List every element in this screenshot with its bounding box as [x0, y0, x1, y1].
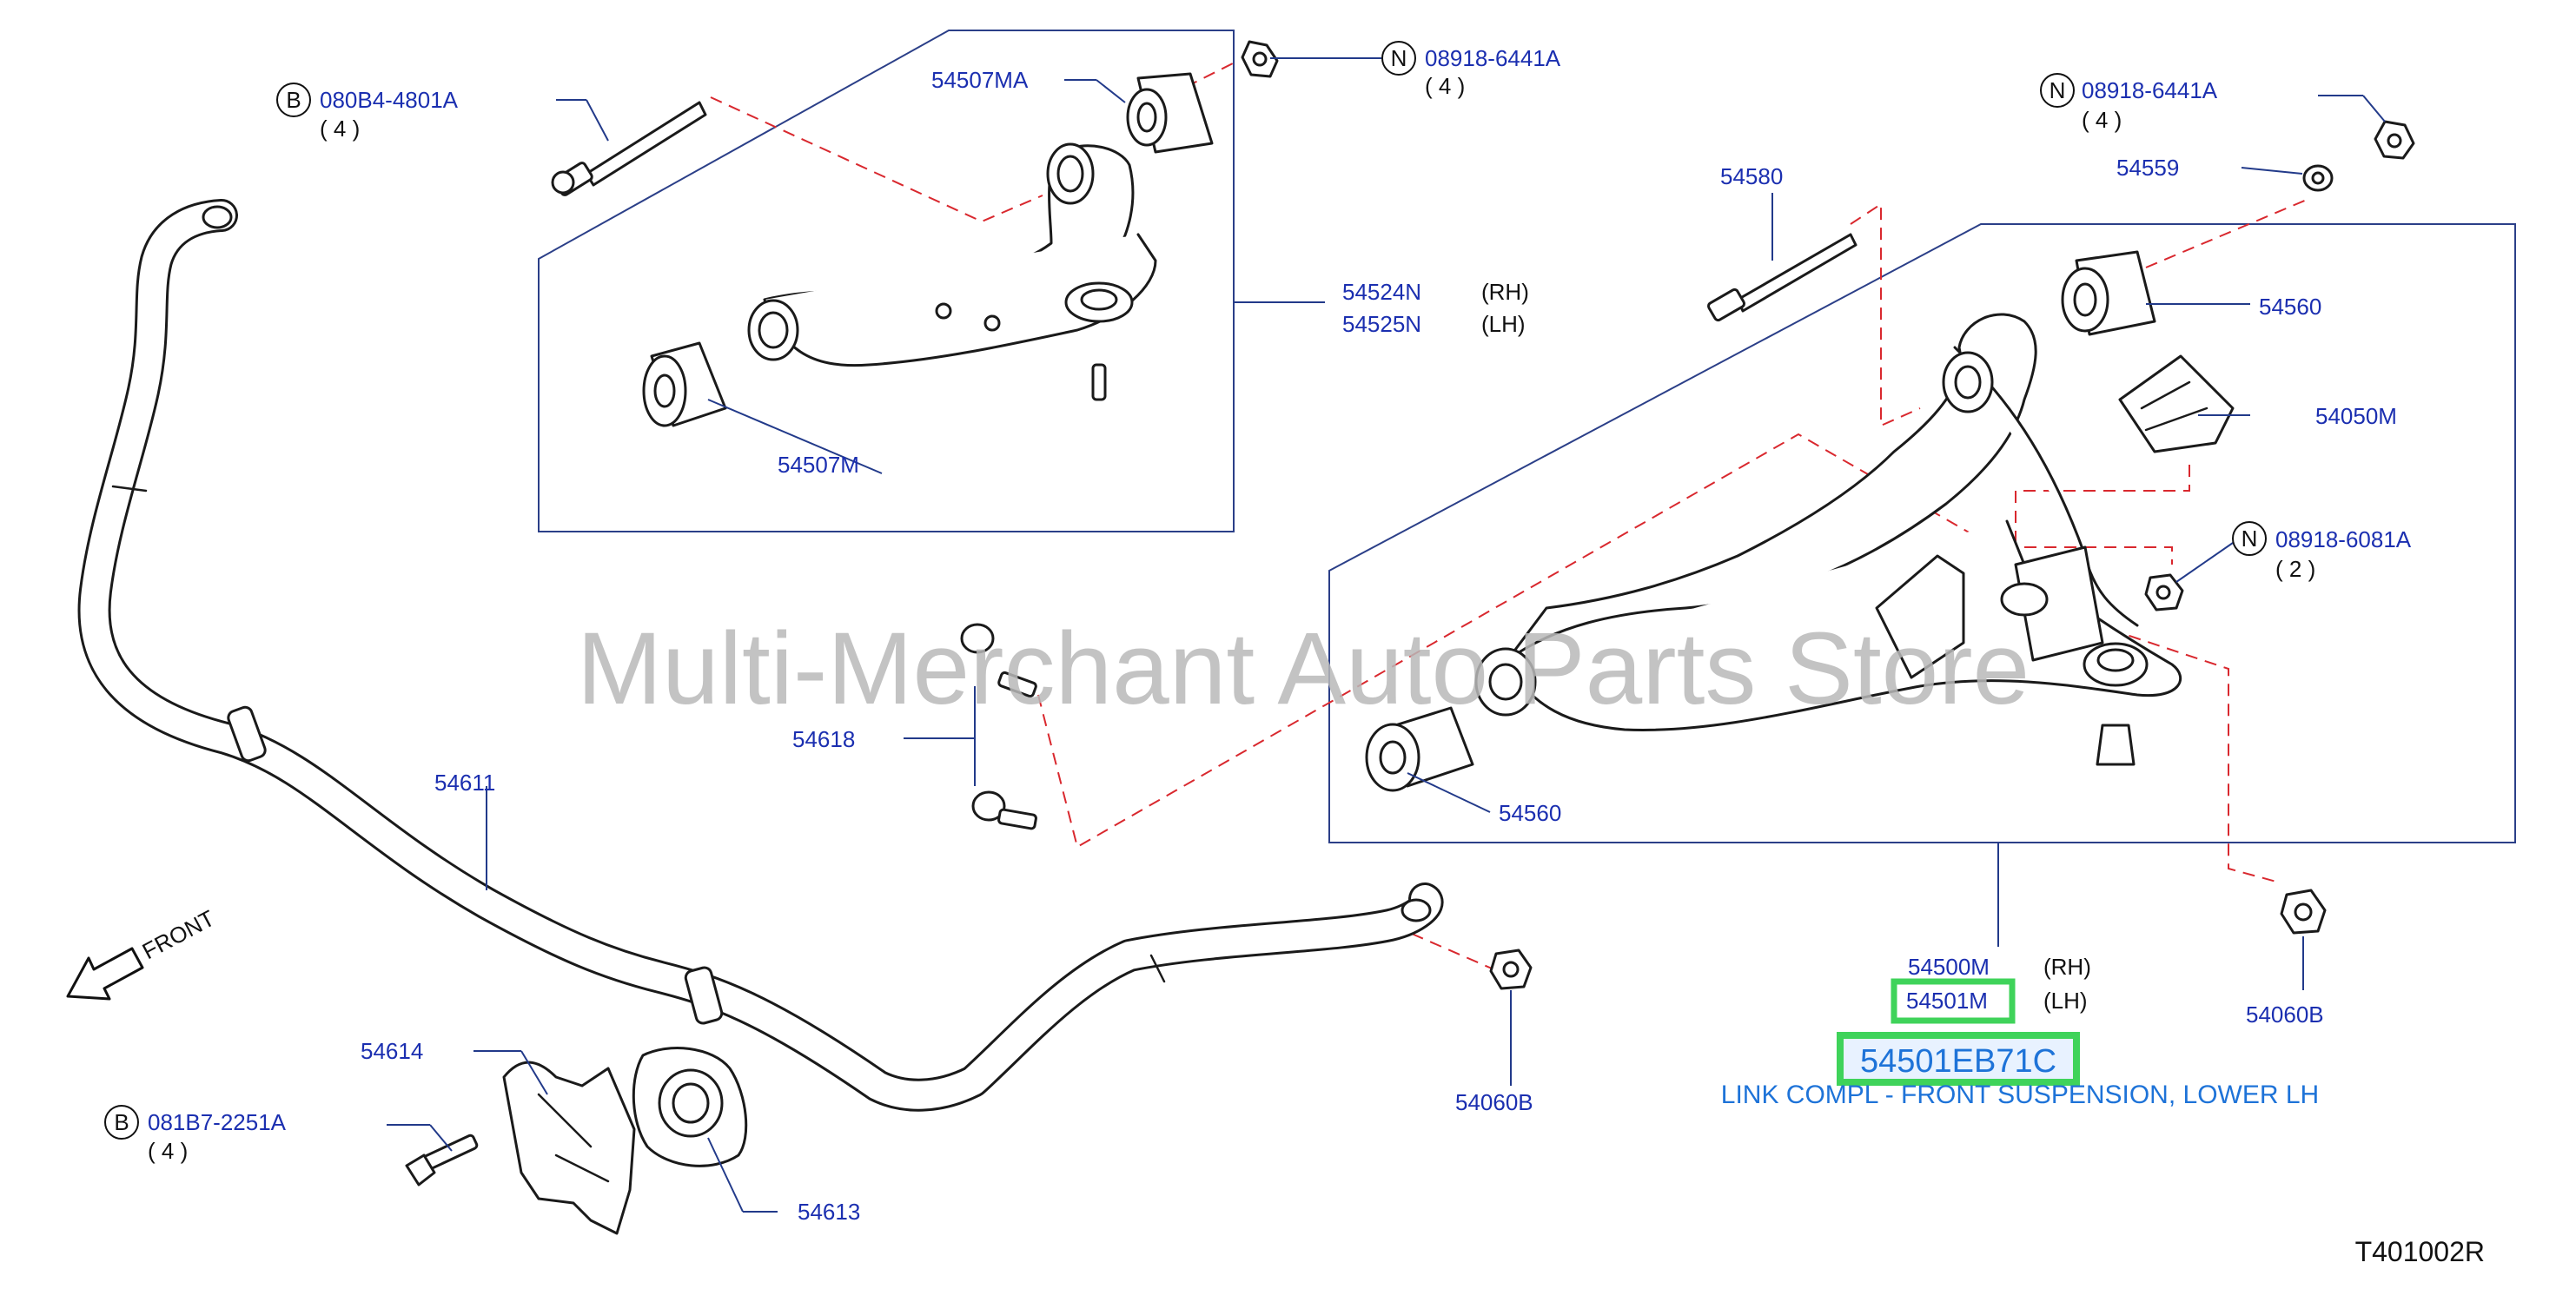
label-54560-upper[interactable]: 54560	[2259, 294, 2321, 320]
front-arrow-icon	[66, 947, 144, 1001]
highlight-54501M	[1891, 978, 2016, 1024]
stabilizer-link-drawing	[960, 623, 1533, 990]
label-08918-6441A-lower[interactable]: 08918-6441A	[2082, 77, 2218, 103]
label-54501M[interactable]: 54501M	[1906, 988, 1988, 1014]
label-54525N-lh: (LH)	[1481, 311, 1526, 337]
front-label: FRONT	[138, 905, 219, 965]
label-081B7-2251A[interactable]: 081B7-2251A	[148, 1109, 287, 1135]
label-54613[interactable]: 54613	[798, 1199, 860, 1225]
lower-arm-group-box	[1328, 223, 2516, 843]
badge-b-clamp-letter: B	[114, 1109, 129, 1135]
label-54618[interactable]: 54618	[792, 726, 855, 752]
badge-b-clamp	[104, 1105, 139, 1140]
label-54524N-rh: (RH)	[1481, 279, 1529, 305]
badge-n-lower	[2040, 73, 2075, 108]
label-54507MA[interactable]: 54507MA	[931, 67, 1029, 93]
stab-bracket-drawing	[405, 1047, 748, 1235]
badge-n-upper	[1381, 41, 1416, 76]
watermark: Multi-Merchant Auto Parts Store	[577, 611, 2030, 726]
badge-n-balljoint-letter: N	[2242, 526, 2258, 552]
badge-b-upper	[276, 83, 311, 117]
part-number[interactable]: 54501EB71C	[1860, 1043, 2056, 1080]
part-number-highlight	[1837, 1032, 2080, 1086]
label-54559[interactable]: 54559	[2116, 155, 2179, 181]
label-080B4-qty: ( 4 )	[320, 116, 360, 142]
label-08918-6081A-qty: ( 2 )	[2275, 556, 2315, 582]
label-54060B-left[interactable]: 54060B	[1455, 1089, 1533, 1115]
label-54611[interactable]: 54611	[434, 770, 495, 796]
label-080B4-4801A[interactable]: 080B4-4801A	[320, 87, 459, 113]
leader-lines	[387, 57, 2386, 1213]
diagram-code: T401002R	[2355, 1236, 2485, 1267]
label-081B7-2251A-qty: ( 4 )	[148, 1138, 188, 1164]
label-54500M-rh: (RH)	[2043, 954, 2091, 980]
badge-b-upper-letter: B	[286, 87, 301, 113]
upper-arm-group-box	[538, 30, 1235, 532]
label-54525N[interactable]: 54525N	[1342, 311, 1421, 337]
label-54050M[interactable]: 54050M	[2315, 403, 2397, 429]
label-54560-lower[interactable]: 54560	[1499, 800, 1561, 826]
upper-arm-drawing	[551, 40, 1279, 427]
label-54500M[interactable]: 54500M	[1908, 954, 1990, 980]
label-54060B-right[interactable]: 54060B	[2246, 1001, 2324, 1028]
label-54580[interactable]: 54580	[1720, 163, 1783, 189]
label-54524N[interactable]: 54524N	[1342, 279, 1421, 305]
label-54501M-lh: (LH)	[2043, 988, 2088, 1014]
label-08918-6081A[interactable]: 08918-6081A	[2275, 526, 2412, 552]
badge-n-upper-letter: N	[1391, 45, 1407, 71]
label-08918-6441A-upper-qty: ( 4 )	[1425, 73, 1465, 99]
label-08918-6441A-lower-qty: ( 4 )	[2082, 107, 2122, 133]
badge-n-balljoint	[2232, 521, 2267, 556]
stabilizer-bar	[77, 199, 1444, 1112]
badge-n-lower-letter: N	[2050, 77, 2066, 103]
label-54507M[interactable]: 54507M	[778, 452, 859, 478]
part-description: LINK COMPL - FRONT SUSPENSION, LOWER LH	[1721, 1081, 2319, 1109]
lower-arm-drawing	[1365, 120, 2415, 935]
label-54614[interactable]: 54614	[361, 1038, 423, 1064]
label-08918-6441A-upper[interactable]: 08918-6441A	[1425, 45, 1561, 71]
